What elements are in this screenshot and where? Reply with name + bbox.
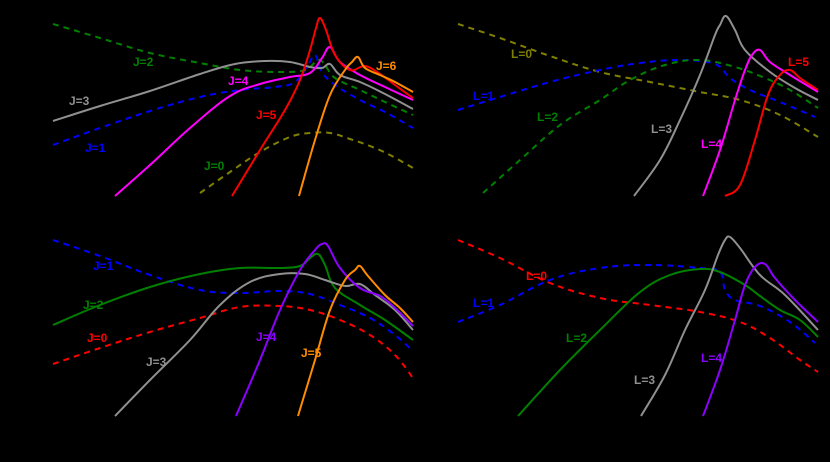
series-label-j5: J=5	[256, 108, 277, 122]
series-line-l3	[633, 14, 819, 197]
series-label-j5: J=5	[301, 346, 322, 360]
series-label-j4: J=4	[256, 330, 277, 344]
panel-top-left: J=0 J=1 J=2J=3 J=4J=5 J=6	[52, 17, 414, 197]
series-line-l4	[702, 48, 819, 197]
series-label-j3: J=3	[146, 355, 167, 369]
series-line-j1	[52, 239, 414, 352]
series-line-l1	[457, 58, 816, 118]
series-line-j3	[52, 59, 414, 122]
series-label-l0: L=0	[511, 47, 532, 61]
series-label-l5: L=5	[788, 55, 809, 69]
series-line-l2	[517, 267, 819, 417]
series-line-j4	[114, 46, 414, 197]
series-label-j1: J=1	[93, 259, 114, 273]
series-label-l4: L=4	[701, 351, 722, 365]
series-line-j0	[199, 131, 414, 194]
series-label-j6: J=6	[376, 59, 397, 73]
series-label-j2: J=2	[83, 298, 104, 312]
series-label-j0: J=0	[204, 159, 225, 173]
series-label-l1: L=1	[473, 89, 494, 103]
series-label-l2: L=2	[537, 110, 558, 124]
series-label-l0: L=0	[526, 269, 547, 283]
series-line-l3	[640, 235, 819, 417]
series-label-l1: L=1	[473, 296, 494, 310]
series-label-j0: J=0	[87, 331, 108, 345]
series-label-l4: L=4	[701, 137, 722, 151]
series-label-l3: L=3	[651, 122, 672, 136]
series-label-j2: J=2	[133, 55, 154, 69]
panel-bottom-right: L=0L=1L=2L=3 L=4	[457, 235, 819, 417]
series-label-j4: J=4	[228, 74, 249, 88]
series-line-l2	[482, 58, 819, 194]
panel-top-right: L=0L=1L=2L=3L=4 L=5	[457, 14, 819, 197]
series-line-l0	[457, 23, 819, 138]
series-label-l3: L=3	[634, 373, 655, 387]
series-line-j6	[298, 55, 414, 197]
series-line-j5	[297, 264, 414, 417]
series-line-j4	[235, 242, 414, 417]
series-line-j3	[114, 272, 414, 417]
series-line-l5	[724, 68, 819, 197]
series-label-l2: L=2	[566, 331, 587, 345]
series-label-j1: J=1	[85, 141, 106, 155]
panel-bottom-left: J=0 J=1J=2J=3 J=4J=5	[52, 239, 414, 417]
series-label-j3: J=3	[69, 94, 90, 108]
series-line-j2	[52, 23, 414, 116]
series-line-l4	[702, 262, 819, 417]
series-line-j5	[231, 17, 414, 197]
series-line-j0	[52, 304, 414, 379]
